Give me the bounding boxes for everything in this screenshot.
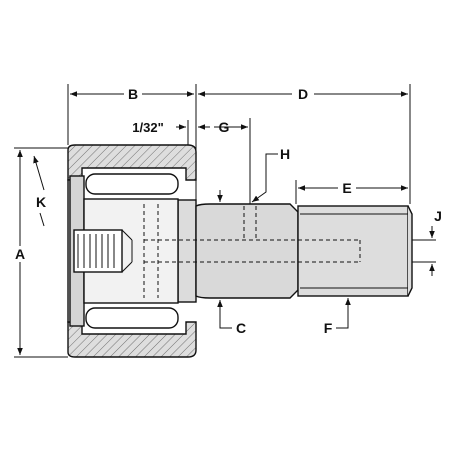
dimension-e: E xyxy=(295,180,408,204)
label-d: D xyxy=(298,86,308,102)
dimension-j: J xyxy=(412,208,442,276)
label-e: E xyxy=(342,180,351,196)
hex-socket xyxy=(73,229,133,273)
label-g: G xyxy=(219,119,230,135)
dimension-d: D xyxy=(198,84,411,204)
dimension-b: B xyxy=(67,84,197,200)
label-f: F xyxy=(324,320,333,336)
label-a: A xyxy=(15,246,25,262)
dimension-c: C xyxy=(217,190,246,336)
dimension-f: F xyxy=(324,298,351,336)
dimension-a: A xyxy=(14,147,68,358)
label-clearance: 1/32" xyxy=(132,120,163,135)
label-c: C xyxy=(236,320,246,336)
dimension-g: G xyxy=(214,118,251,204)
label-j: J xyxy=(434,208,442,224)
label-h: H xyxy=(280,146,290,162)
stud-shank xyxy=(195,203,413,299)
hidden-passages xyxy=(143,204,361,298)
label-b: B xyxy=(128,86,138,102)
dimension-k: K xyxy=(33,155,46,227)
dimension-h: H xyxy=(251,146,290,203)
dimension-clearance: 1/32" xyxy=(132,120,210,145)
label-k: K xyxy=(36,194,46,210)
